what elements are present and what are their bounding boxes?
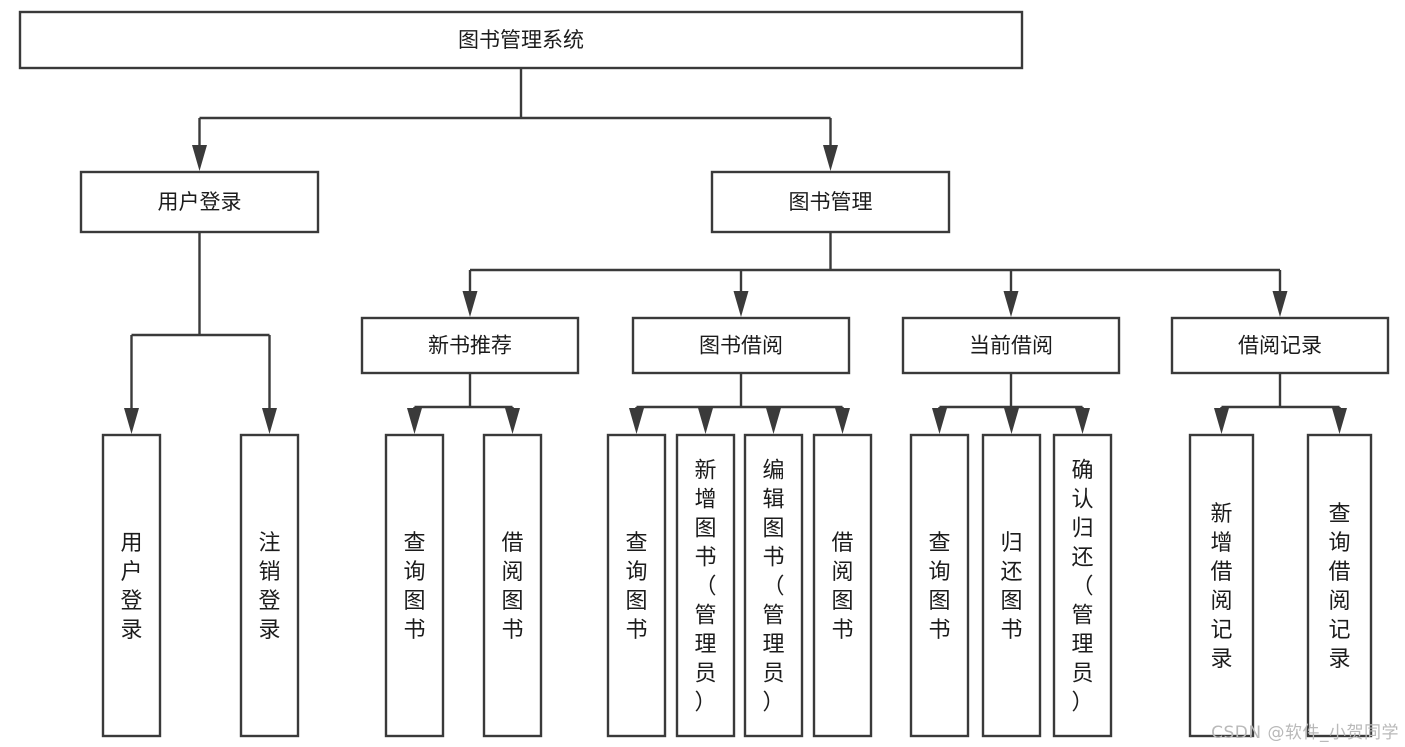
node-user-login[interactable]: 用户登录 [79, 170, 320, 234]
node-box[interactable] [18, 10, 1024, 70]
node-box[interactable] [710, 170, 951, 234]
arrow-head-icon [1214, 408, 1229, 434]
node-label: 查询借阅记录 [1328, 502, 1350, 672]
node-label: 用户登录 [120, 531, 142, 643]
node-label: 图书借阅 [699, 334, 783, 358]
connector-group [124, 232, 277, 434]
arrow-head-icon [823, 145, 838, 171]
arrow-head-icon [766, 408, 781, 434]
node-leaf-add-record[interactable]: 新增借阅记录 [1188, 433, 1255, 738]
connector-group [932, 373, 1090, 434]
node-box[interactable] [909, 433, 970, 738]
arrow-head-icon [124, 408, 139, 434]
arrow-head-icon [505, 408, 520, 434]
node-label: 查询图书 [928, 531, 950, 643]
node-box[interactable] [1052, 433, 1113, 738]
node-label: 新增图书（管理员） [694, 459, 716, 716]
node-label: 当前借阅 [969, 334, 1053, 358]
connector-group [629, 373, 850, 434]
arrow-head-icon [262, 408, 277, 434]
arrow-head-icon [733, 291, 749, 317]
node-label: 查询图书 [403, 531, 425, 643]
node-label: 编辑图书（管理员） [762, 459, 784, 716]
node-label: 借阅图书 [831, 531, 853, 643]
node-box[interactable] [606, 433, 667, 738]
node-leaf-logout[interactable]: 注销登录 [239, 433, 300, 738]
node-box[interactable] [482, 433, 543, 738]
node-box[interactable] [384, 433, 445, 738]
node-box[interactable] [901, 316, 1121, 375]
node-root[interactable]: 图书管理系统 [18, 10, 1024, 70]
node-box[interactable] [1170, 316, 1390, 375]
node-label: 用户登录 [158, 190, 242, 214]
node-box[interactable] [79, 170, 320, 234]
arrow-head-icon [1272, 291, 1288, 317]
connector-group [462, 232, 1288, 317]
arrow-head-icon [1075, 408, 1090, 434]
arrow-head-icon [462, 291, 478, 317]
node-label: 注销登录 [258, 531, 280, 643]
connector-layer [124, 68, 1347, 434]
node-label: 图书管理系统 [458, 28, 584, 52]
arrow-head-icon [835, 408, 850, 434]
arrow-head-icon [407, 408, 422, 434]
node-leaf-query-record[interactable]: 查询借阅记录 [1306, 433, 1373, 738]
node-box[interactable] [1306, 433, 1373, 738]
node-leaf-confirm-return[interactable]: 确认归还（管理员） [1052, 433, 1113, 738]
arrow-head-icon [932, 408, 947, 434]
node-leaf-add-book[interactable]: 新增图书（管理员） [675, 433, 736, 738]
node-current-borrow[interactable]: 当前借阅 [901, 316, 1121, 375]
arrow-head-icon [1004, 408, 1019, 434]
node-leaf-query-book-current[interactable]: 查询图书 [909, 433, 970, 738]
arrow-head-icon [629, 408, 644, 434]
node-leaf-borrow-book-new[interactable]: 借阅图书 [482, 433, 543, 738]
arrow-head-icon [698, 408, 713, 434]
node-box[interactable] [812, 433, 873, 738]
connector-group [407, 373, 520, 434]
node-label: 借阅图书 [501, 531, 523, 643]
node-box[interactable] [239, 433, 300, 738]
node-box[interactable] [675, 433, 736, 738]
node-box[interactable] [1188, 433, 1255, 738]
node-label: 新增借阅记录 [1210, 502, 1232, 672]
arrow-head-icon [1003, 291, 1019, 317]
arrow-head-icon [192, 145, 207, 171]
node-box[interactable] [360, 316, 580, 375]
node-leaf-user-login[interactable]: 用户登录 [101, 433, 162, 738]
node-layer: 图书管理系统用户登录图书管理新书推荐图书借阅当前借阅借阅记录用户登录注销登录查询… [18, 10, 1390, 738]
node-leaf-borrow-book[interactable]: 借阅图书 [812, 433, 873, 738]
node-leaf-edit-book[interactable]: 编辑图书（管理员） [743, 433, 804, 738]
node-box[interactable] [981, 433, 1042, 738]
connector-group [192, 68, 838, 171]
node-box[interactable] [743, 433, 804, 738]
node-leaf-query-book-borrow[interactable]: 查询图书 [606, 433, 667, 738]
arrow-head-icon [1332, 408, 1347, 434]
node-borrow-record[interactable]: 借阅记录 [1170, 316, 1390, 375]
node-label: 新书推荐 [428, 334, 512, 358]
node-box[interactable] [631, 316, 851, 375]
node-label: 查询图书 [625, 531, 647, 643]
node-label: 图书管理 [789, 190, 873, 214]
node-leaf-query-book-new[interactable]: 查询图书 [384, 433, 445, 738]
node-box[interactable] [101, 433, 162, 738]
node-label: 确认归还（管理员） [1071, 459, 1093, 716]
node-book-borrow[interactable]: 图书借阅 [631, 316, 851, 375]
node-label: 借阅记录 [1238, 334, 1322, 358]
node-label: 归还图书 [1000, 531, 1022, 643]
node-new-book-recommend[interactable]: 新书推荐 [360, 316, 580, 375]
connector-group [1214, 373, 1347, 434]
node-book-manage[interactable]: 图书管理 [710, 170, 951, 234]
node-leaf-return-book[interactable]: 归还图书 [981, 433, 1042, 738]
